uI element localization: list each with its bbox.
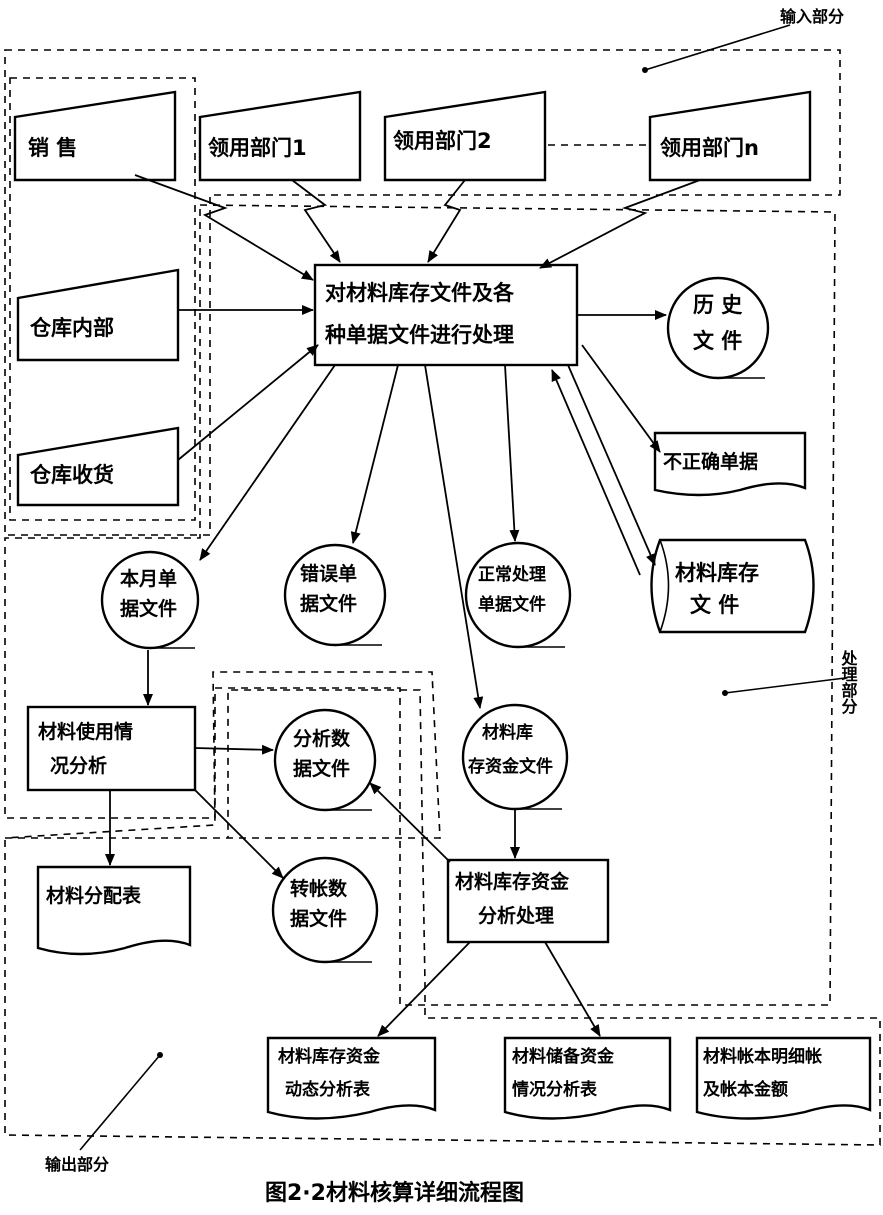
- process-capital-analysis: 材料库存资金 分析处理: [446, 858, 610, 944]
- output-region-boundary-lower: [4, 689, 881, 1146]
- source-warehouse-internal: 仓库内部: [16, 268, 180, 362]
- svg-text:对材料库存文件及各: 对材料库存文件及各: [325, 281, 515, 305]
- svg-text:材料储备资金: 材料储备资金: [512, 1046, 615, 1067]
- flow-process-to-incorrect: [581, 344, 661, 453]
- svg-text:错误单: 错误单: [300, 562, 357, 585]
- svg-text:分析处理: 分析处理: [478, 904, 554, 927]
- flow-deptn-to-process: [539, 179, 701, 269]
- output-ledger: 材料帐本明细帐 及帐本金额: [695, 1036, 872, 1120]
- input-region-pointer: [644, 24, 791, 71]
- file-analysis-data: 分析数 据文件: [273, 708, 377, 812]
- svg-text:存资金文件: 存资金文件: [468, 756, 553, 777]
- svg-text:材料库: 材料库: [482, 722, 533, 743]
- figure-caption: 图2·2材料核算详细流程图: [265, 1180, 524, 1206]
- svg-text:文 件: 文 件: [690, 593, 739, 617]
- svg-text:种单据文件进行处理: 种单据文件进行处理: [324, 323, 514, 347]
- svg-text:不正确单据: 不正确单据: [663, 450, 758, 473]
- flow-dept2-to-process: [427, 179, 466, 263]
- output-region-pointer: [79, 1054, 161, 1151]
- file-inventory: 材料库存 文 件: [650, 538, 815, 634]
- flow-process-to-error-docs: [350, 364, 399, 544]
- svg-text:销 售: 销 售: [28, 136, 77, 160]
- source-warehouse-receive: 仓库收货: [16, 426, 180, 507]
- svg-text:动态分析表: 动态分析表: [285, 1079, 371, 1100]
- svg-text:据文件: 据文件: [120, 597, 177, 620]
- svg-text:领用部门1: 领用部门1: [208, 136, 307, 160]
- svg-text:单据文件: 单据文件: [478, 594, 546, 615]
- svg-text:分析数: 分析数: [293, 727, 351, 750]
- svg-text:据文件: 据文件: [293, 757, 350, 780]
- svg-text:据文件: 据文件: [300, 592, 357, 615]
- process-region-dot: [722, 690, 728, 696]
- svg-text:据文件: 据文件: [290, 907, 347, 930]
- flow-process-to-month-docs: [199, 364, 336, 561]
- source-dept-1: 领用部门1: [198, 90, 362, 182]
- svg-text:仓库内部: 仓库内部: [29, 316, 114, 340]
- file-error-docs: 错误单 据文件: [283, 543, 387, 647]
- flow-sales-to-process: [134, 174, 314, 281]
- svg-text:本月单: 本月单: [120, 567, 177, 590]
- svg-text:材料帐本明细帐: 材料帐本明细帐: [703, 1046, 822, 1067]
- process-region-pointer: [724, 677, 846, 694]
- output-allocation-table: 材料分配表: [36, 865, 192, 956]
- file-history: 历 史 文 件: [666, 276, 770, 380]
- flow-process-to-normal-docs: [504, 364, 520, 542]
- process-region-label: 处理部分: [839, 649, 859, 715]
- svg-text:文 件: 文 件: [693, 329, 742, 353]
- central-process: 对材料库存文件及各 种单据文件进行处理: [313, 263, 579, 367]
- output-region-dot: [157, 1052, 163, 1058]
- svg-text:历 史: 历 史: [693, 293, 743, 317]
- flow-process-to-capital-file: [424, 364, 484, 709]
- svg-text:情况分析表: 情况分析表: [512, 1079, 598, 1100]
- svg-text:领用部门n: 领用部门n: [660, 136, 759, 160]
- output-dynamic-report: 材料库存资金 动态分析表: [266, 1036, 437, 1120]
- process-usage-analysis: 材料使用情 况分析: [26, 705, 197, 792]
- input-region-label: 输入部分: [780, 7, 844, 26]
- flow-inventory-to-process: [551, 369, 641, 576]
- flow-capital-analysis-to-analysis-data: [369, 782, 451, 863]
- file-capital: 材料库 存资金文件: [461, 703, 569, 811]
- file-transfer-data: 转帐数 据文件: [271, 856, 379, 964]
- output-region-label: 输出部分: [45, 1155, 109, 1174]
- svg-text:况分析: 况分析: [50, 754, 107, 777]
- flow-process-to-inventory: [567, 364, 656, 566]
- flow-dept1-to-process: [291, 179, 341, 263]
- flow-receive-to-process: [177, 344, 319, 461]
- source-sales: 销 售: [13, 90, 177, 182]
- file-normal-docs: 正常处理 单据文件: [464, 541, 572, 649]
- input-region-boundary-inner: [9, 77, 196, 521]
- output-incorrect-docs: 不正确单据: [653, 431, 807, 497]
- svg-text:仓库收货: 仓库收货: [29, 463, 114, 487]
- flow-usage-to-analysis: [194, 744, 274, 755]
- svg-text:及帐本金额: 及帐本金额: [703, 1079, 788, 1100]
- svg-text:材料库存资金: 材料库存资金: [455, 870, 570, 893]
- file-month-docs: 本月单 据文件: [100, 550, 200, 650]
- svg-text:材料使用情: 材料使用情: [38, 720, 133, 743]
- flow-capital-to-reserve: [544, 941, 601, 1037]
- svg-text:材料库存: 材料库存: [675, 561, 759, 585]
- flow-capital-to-dynamic: [377, 941, 471, 1037]
- svg-text:领用部门2: 领用部门2: [393, 129, 492, 153]
- svg-text:转帐数: 转帐数: [290, 877, 348, 900]
- process-region-boundary: [4, 204, 836, 1006]
- source-dept-n: 领用部门n: [648, 90, 812, 182]
- flow-usage-to-transfer: [194, 789, 284, 879]
- svg-text:材料分配表: 材料分配表: [46, 884, 142, 907]
- input-region-boundary: [4, 49, 841, 536]
- svg-text:材料库存资金: 材料库存资金: [278, 1046, 381, 1067]
- output-reserve-report: 材料储备资金 情况分析表: [503, 1036, 672, 1120]
- input-region-dot: [642, 67, 648, 73]
- svg-text:正常处理: 正常处理: [478, 564, 546, 585]
- source-dept-2: 领用部门2: [383, 90, 547, 182]
